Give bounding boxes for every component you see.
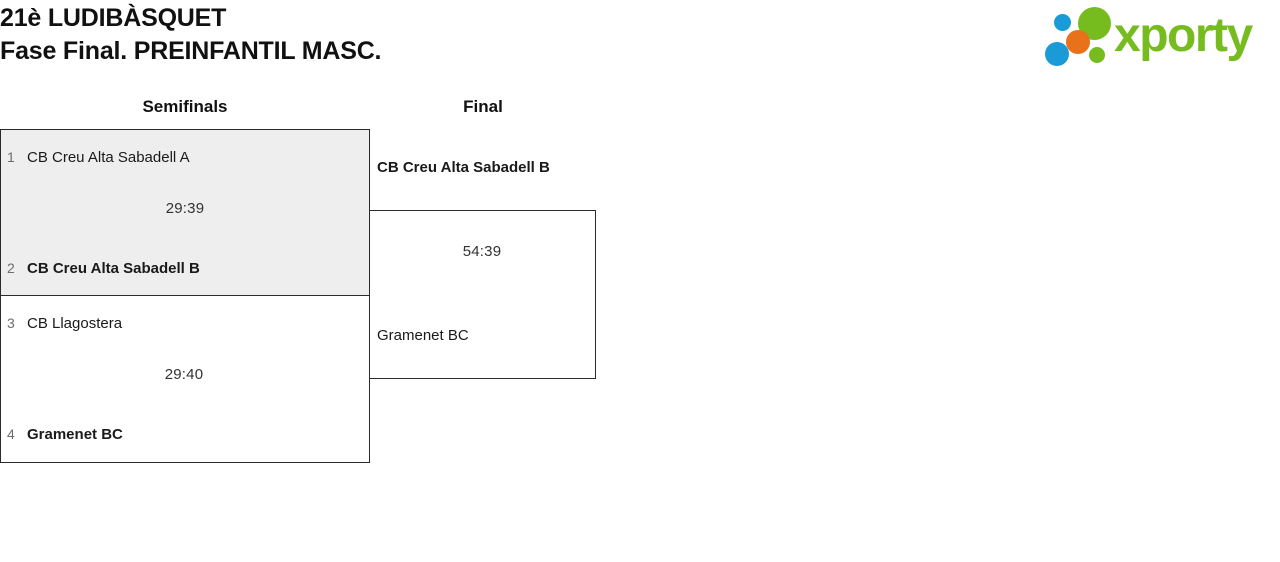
match-team-row[interactable]: 4 Gramenet BC [1,422,369,446]
team-name: CB Creu Alta Sabadell A [27,148,190,166]
logo-dots-icon [1044,6,1122,68]
team-name: CB Llagostera [27,314,123,332]
team-name: CB Creu Alta Sabadell B [27,259,200,277]
match-team-row[interactable]: 3 CB Llagostera [1,311,369,335]
round-header-final: Final [463,97,503,116]
team-seed: 1 [7,149,15,165]
logo-wordmark: xporty [1114,9,1253,62]
match-team-row[interactable]: 1 CB Creu Alta Sabadell A [1,145,369,169]
tournament-subtitle: Fase Final. PREINFANTIL MASC. [0,37,382,65]
team-name: Gramenet BC [27,425,123,443]
match-semifinal-1[interactable]: 1 CB Creu Alta Sabadell A 29:39 2 CB Cre… [0,129,370,296]
logo-dot-blue-large-icon [1045,42,1069,66]
team-seed: 4 [7,426,15,442]
match-score: 29:39 [165,200,205,217]
final-winner-team-name: CB Creu Alta Sabadell B [377,159,550,176]
team-seed: 2 [7,260,15,276]
xporty-logo[interactable]: xporty [1044,6,1272,68]
logo-dot-green-small-icon [1089,47,1105,63]
match-final[interactable] [369,210,596,379]
tournament-title: 21è LUDIBÀSQUET [0,4,227,32]
page-title: 21è LUDIBÀSQUET Fase Final. PREINFANTIL … [0,2,382,68]
final-match-score: 54:39 [462,243,502,260]
match-score: 29:40 [164,366,204,383]
logo-dot-blue-small-icon [1054,14,1071,31]
logo-dot-orange-icon [1066,30,1090,54]
team-seed: 3 [7,315,15,331]
page-header: 21è LUDIBÀSQUET Fase Final. PREINFANTIL … [0,0,1280,82]
final-runnerup-team-name: Gramenet BC [377,327,469,344]
match-semifinal-2[interactable]: 3 CB Llagostera 29:40 4 Gramenet BC [0,295,370,463]
round-header-semifinals: Semifinals [142,97,228,116]
match-team-row[interactable]: 2 CB Creu Alta Sabadell B [1,256,369,280]
